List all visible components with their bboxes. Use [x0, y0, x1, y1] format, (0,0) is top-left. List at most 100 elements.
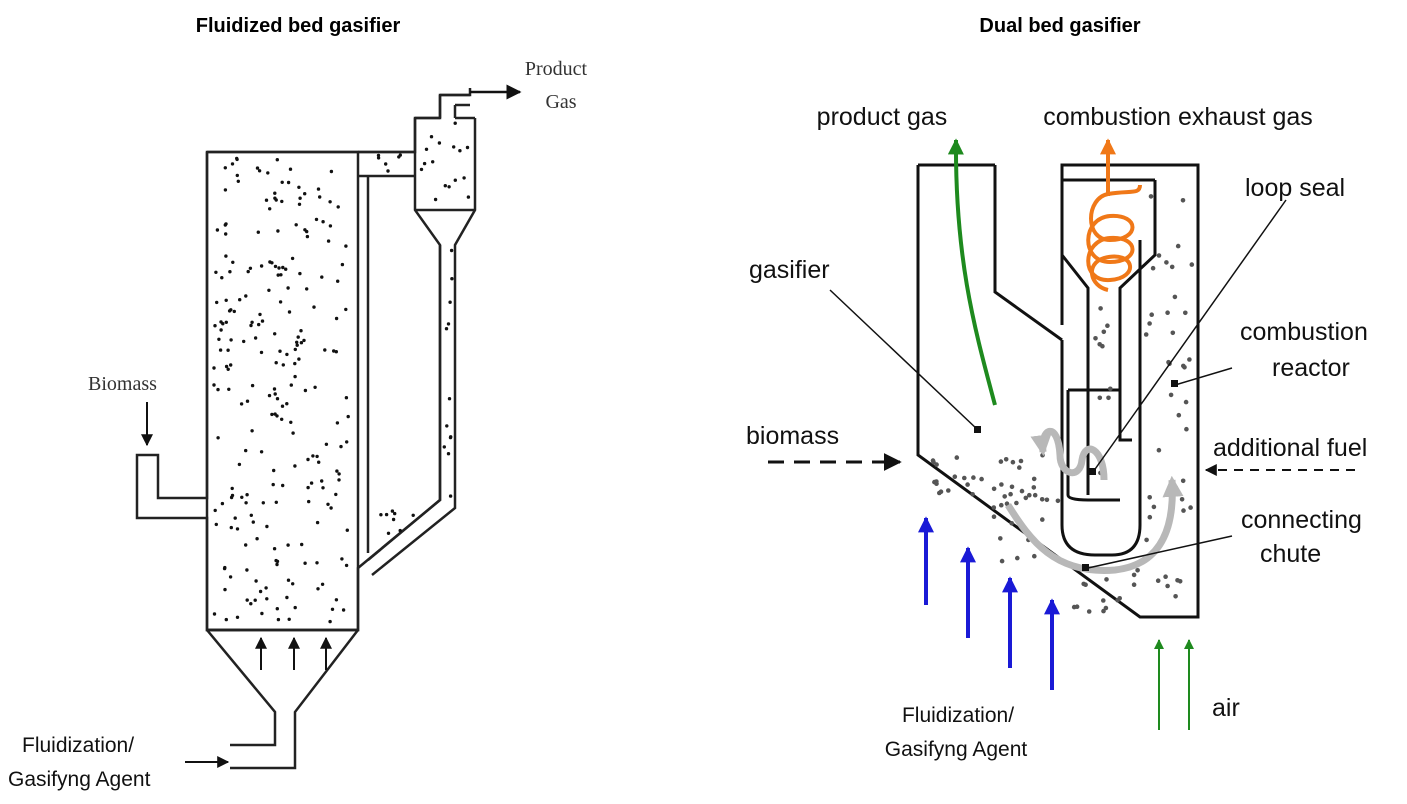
bed-particle: [246, 269, 250, 274]
bed-particle: [1156, 447, 1162, 453]
bed-particle: [1027, 492, 1032, 498]
bed-particle: [244, 501, 248, 505]
bed-particle: [311, 454, 315, 458]
bed-particle: [339, 444, 343, 449]
bed-particle: [249, 323, 253, 328]
bed-particle: [376, 153, 381, 158]
bed-particle: [290, 256, 295, 261]
bed-particle: [249, 602, 253, 606]
gasifier-label: gasifier: [749, 256, 830, 284]
bed-particle: [223, 166, 227, 170]
bed-particle: [1143, 332, 1149, 337]
bed-particle: [248, 266, 253, 270]
bed-particle: [1170, 330, 1176, 336]
bed-particle: [411, 513, 415, 517]
bed-particle: [1086, 609, 1092, 614]
left-agent-label-2: Gasifyng Agent: [8, 768, 151, 791]
bed-particle: [216, 387, 220, 392]
bed-particle: [448, 494, 453, 498]
bed-particle: [281, 483, 285, 488]
bed-particle: [249, 513, 253, 517]
bed-particle: [270, 412, 274, 417]
bed-particle: [276, 273, 280, 277]
bed-particle: [930, 458, 936, 463]
bed-particle: [214, 270, 218, 274]
bed-particle: [321, 220, 325, 224]
bed-particle: [323, 348, 327, 352]
bed-particle: [280, 404, 285, 408]
bed-particle: [302, 338, 306, 343]
distributor-cone: [206, 629, 359, 770]
bed-particle: [1014, 500, 1019, 506]
bed-particle: [212, 366, 216, 370]
bed-particle: [274, 500, 278, 504]
bed-particle: [235, 527, 240, 531]
bed-particle: [946, 488, 951, 493]
bed-particle: [1183, 399, 1189, 405]
loop-seal-circulation: [1030, 427, 1108, 481]
bed-particle: [293, 347, 297, 352]
product-gas-label-2: Gas: [545, 91, 576, 113]
bed-particle: [446, 452, 451, 456]
bed-particle: [1155, 578, 1161, 583]
cyclone: [367, 93, 477, 576]
bed-particle: [1009, 484, 1015, 490]
bed-particle: [320, 479, 324, 483]
bed-particle: [219, 328, 223, 332]
loop-seal-label: loop seal: [1245, 174, 1345, 202]
bed-particle: [307, 499, 311, 504]
bed-particle: [226, 367, 230, 371]
bed-particle: [280, 199, 284, 204]
bed-particle: [223, 223, 227, 227]
bed-particle: [215, 228, 220, 232]
dual-bed-gasifier-diagram: Dual bed gasifier product gas combustion…: [746, 15, 1368, 761]
connecting-chute: [1060, 240, 1142, 557]
bed-particle: [222, 566, 227, 571]
bed-particle: [242, 339, 246, 344]
bed-particle: [230, 162, 235, 166]
bed-particle: [1148, 194, 1154, 199]
bed-particle: [237, 462, 242, 467]
bed-particle: [1103, 605, 1109, 611]
bed-particle: [212, 612, 217, 616]
bed-particle: [346, 414, 350, 419]
bed-particle: [328, 200, 332, 204]
combustion-reactor-leader: [1174, 367, 1233, 386]
bed-particle: [384, 162, 388, 166]
bed-particle: [1172, 294, 1178, 300]
bed-particle: [297, 202, 302, 206]
bed-particle: [260, 611, 264, 616]
bed-particle: [1156, 253, 1162, 258]
bed-particle: [257, 322, 261, 327]
bed-particle: [1169, 264, 1175, 270]
bed-particle: [1015, 555, 1020, 561]
bed-particle: [303, 192, 307, 196]
connecting-chute-label-1: connecting: [1241, 506, 1362, 534]
biomass-feed-label: biomass: [746, 422, 839, 450]
bed-particle: [1147, 321, 1152, 326]
bed-particle: [952, 474, 958, 480]
bed-particle: [965, 482, 970, 487]
bed-particle: [1176, 412, 1182, 418]
bed-particle: [305, 287, 309, 291]
bed-particle: [962, 475, 967, 481]
bed-particle: [979, 476, 984, 482]
bed-particle: [1144, 537, 1149, 543]
bed-particle: [224, 298, 228, 302]
bed-particle: [954, 455, 960, 460]
bed-particle: [1081, 581, 1086, 587]
bed-particle: [1039, 497, 1045, 502]
bed-particle: [255, 537, 259, 541]
loop-seal-leader: [1092, 199, 1287, 473]
bed-particle: [220, 501, 225, 506]
fluidized-bed-gasifier-diagram: Fluidized bed gasifier Product Gas Bioma…: [8, 15, 588, 791]
bed-particle: [317, 460, 321, 464]
bed-particle: [250, 429, 254, 433]
bed-particle: [267, 288, 271, 292]
bed-particle: [276, 229, 280, 233]
bed-particle: [442, 445, 446, 449]
bed-particle: [235, 157, 239, 162]
bed-particle: [258, 589, 263, 594]
bed-particle: [1147, 495, 1152, 500]
